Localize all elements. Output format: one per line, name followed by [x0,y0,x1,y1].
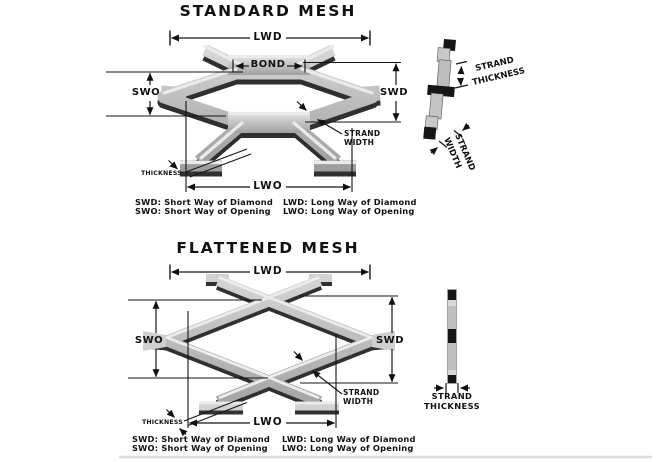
flattened-legend-swd: SWD: Short Way of Diamond [132,433,270,444]
flattened-xsection-strand-thickness-line2: THICKNESS [424,400,480,411]
standard-lwd-label: LWD [253,30,283,43]
flattened-swd-label: SWD [375,334,405,346]
flattened-legend-lwo: LWO: Long Way of Opening [282,442,414,453]
flattened-title: FLATTENED MESH [176,239,360,257]
standard-swo-label: SWO [131,86,161,98]
standard-dimension-lines [106,30,401,192]
flattened-legend-lwd: LWD: Long Way of Diamond [282,433,416,444]
flattened-cross-section-drawing [434,289,470,393]
standard-legend-swd: SWD: Short Way of Diamond [135,196,273,207]
flattened-strand-width-line1: STRAND [343,388,380,397]
standard-thickness-label: THICKNESS [141,169,182,177]
standard-strand-width-line1: STRAND [344,129,381,138]
flattened-dimension-lines [128,264,398,437]
flattened-thickness-label: THICKNESS [142,419,183,426]
standard-bond-label: BOND [250,59,286,70]
standard-legend-lwd: LWD: Long Way of Diamond [283,196,417,207]
flattened-xsection-strand-thickness-line1: STRAND [431,391,473,401]
standard-swd-label: SWD [379,86,409,98]
flattened-lwd-label: LWD [253,264,283,277]
flattened-swo-label: SWO [134,334,164,346]
standard-lwo-label: LWO [253,179,283,192]
standard-legend-lwo: LWO: Long Way of Opening [283,205,415,216]
flattened-legend-swo: SWO: Short Way of Opening [132,442,268,453]
flattened-lwo-label: LWO [253,415,283,428]
standard-strand-width-line2: WIDTH [344,137,375,147]
flattened-mesh-drawing [143,274,395,415]
standard-legend-swo: SWO: Short Way of Opening [135,205,271,216]
standard-mesh-drawing [157,44,381,177]
standard-title: STANDARD MESH [179,2,357,20]
flattened-strand-width-line2: WIDTH [343,396,374,406]
standard-cross-section-drawing: STRAND THICKNESS STRAND WIDTH [423,39,526,172]
